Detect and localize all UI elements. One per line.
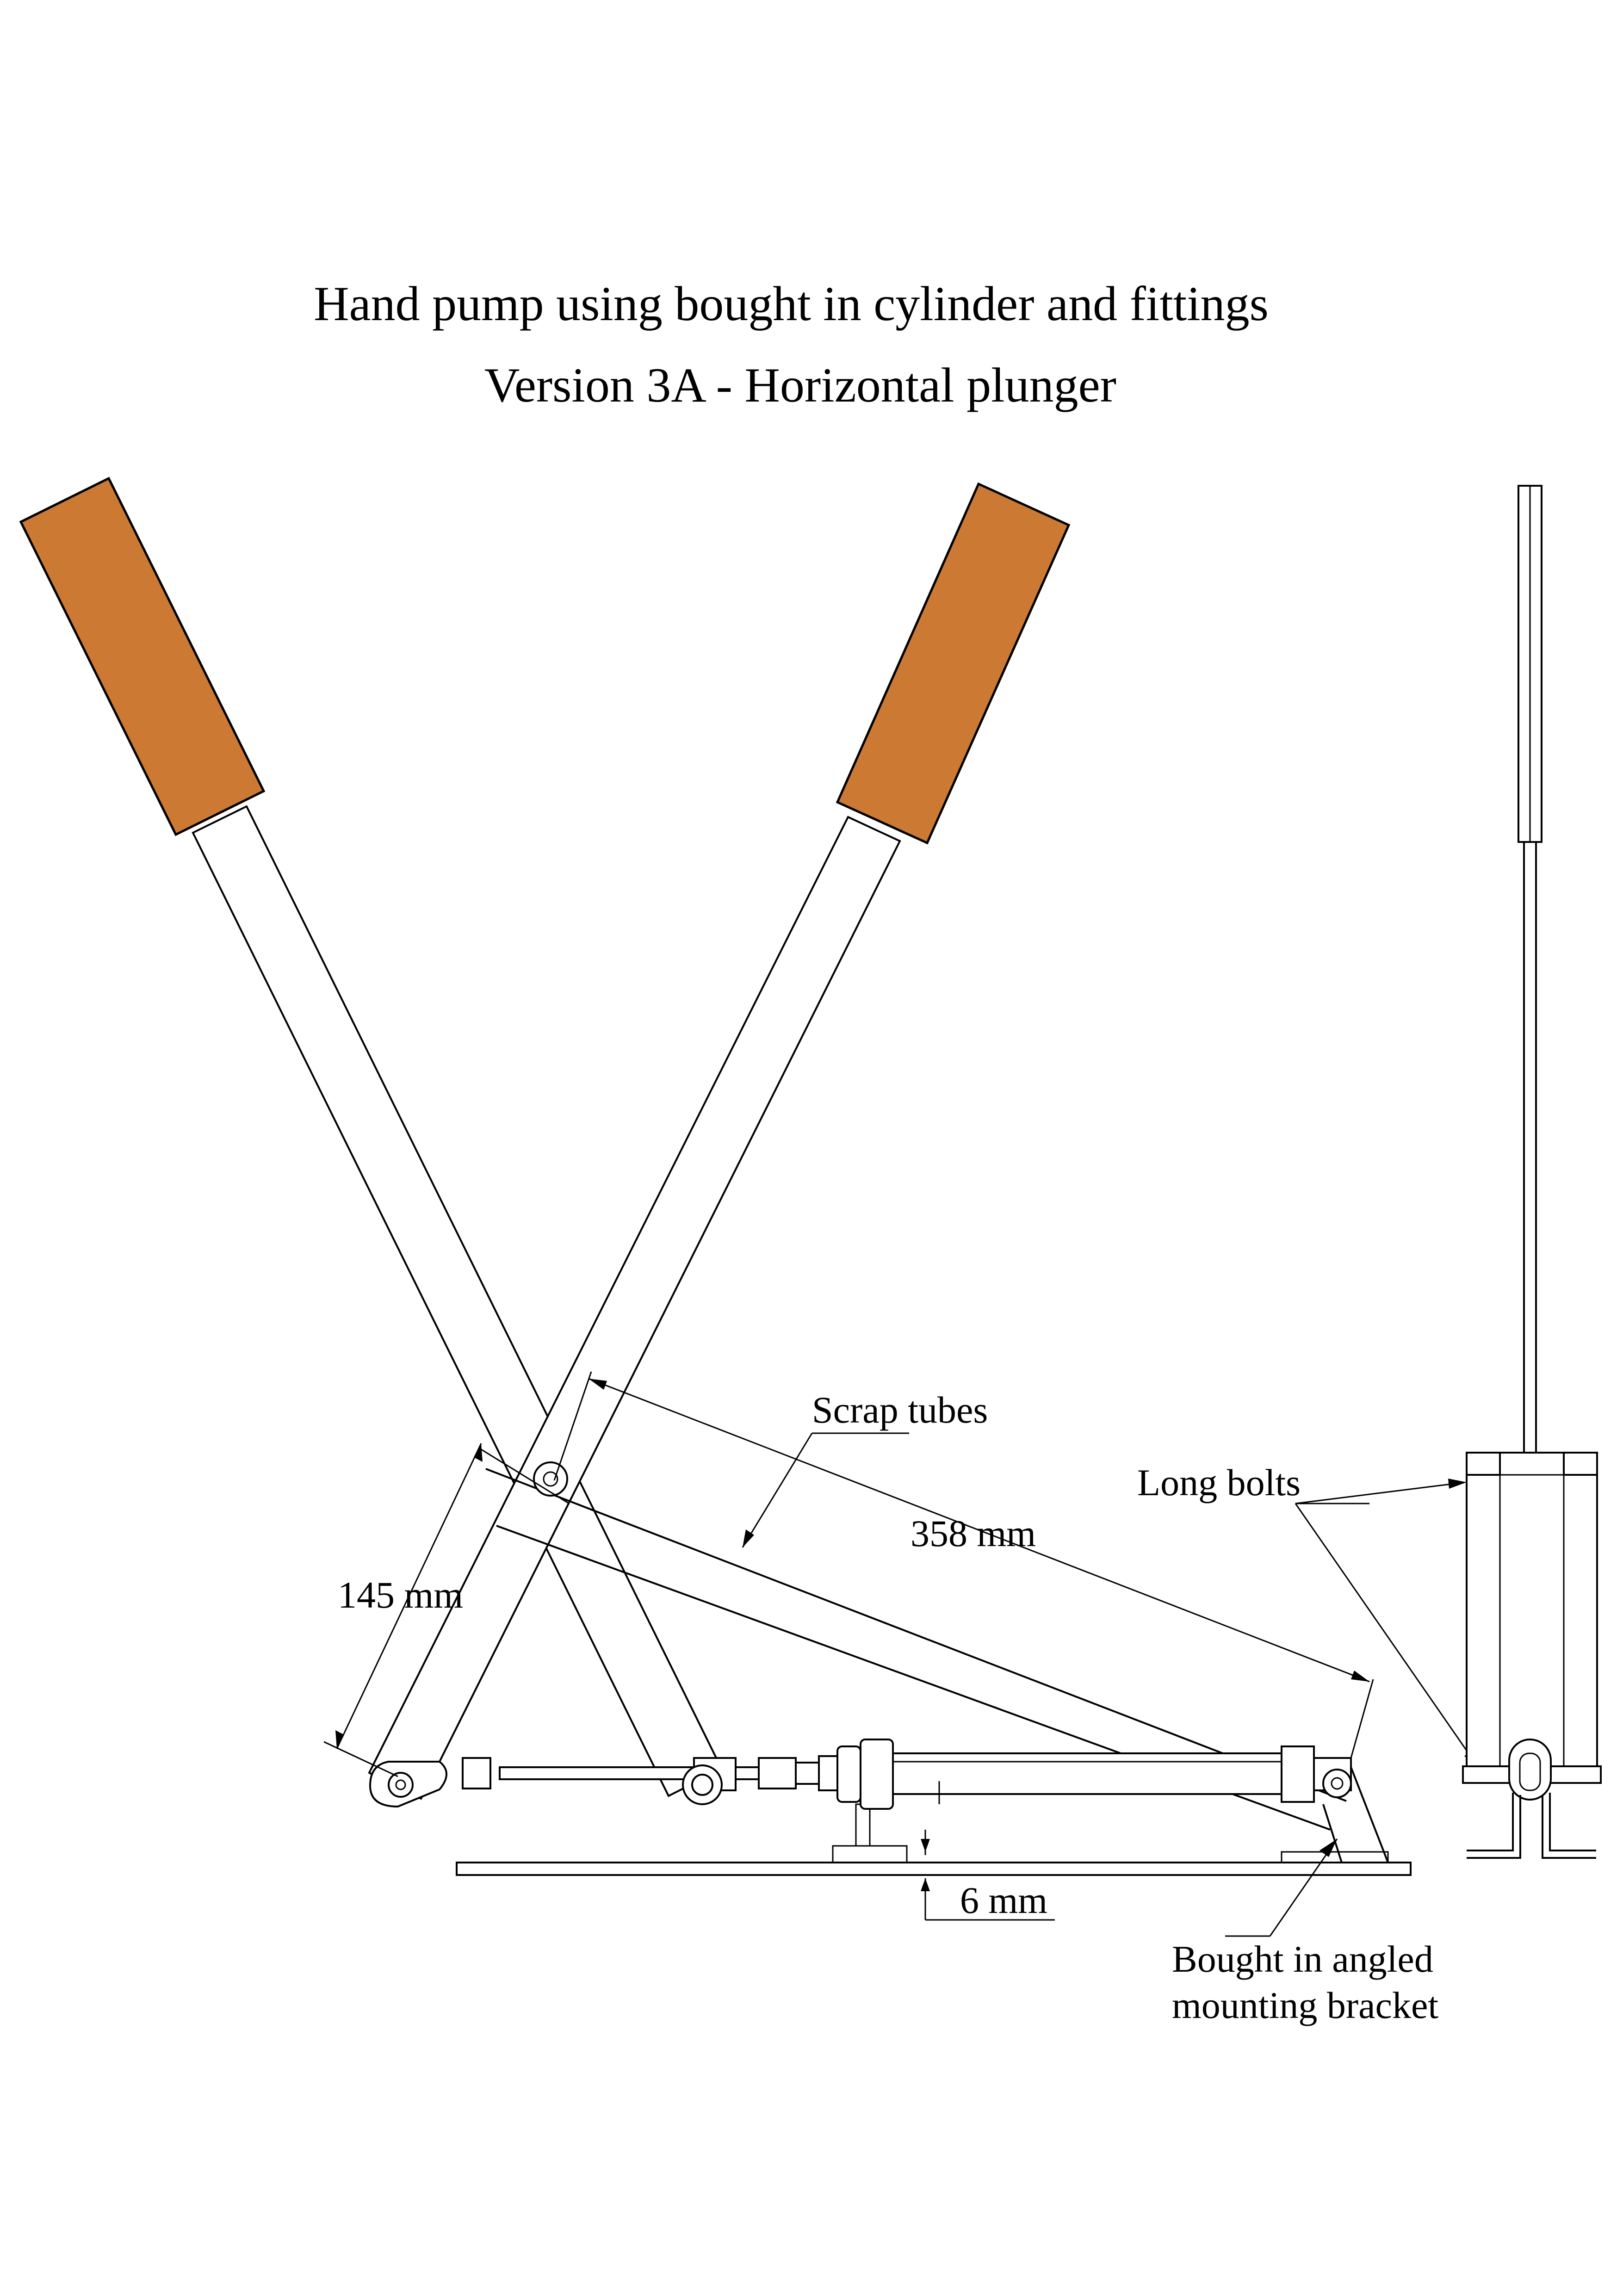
dimension-145-label: 145 mm — [338, 1574, 463, 1616]
left-handle-grip — [19, 477, 266, 836]
bracket-label-line-1: Bought in angled — [1172, 1938, 1433, 1980]
right-handle-grip — [836, 482, 1071, 845]
dimension-145: 145 mm — [323, 1443, 570, 1777]
bracket-callout: Bought in angled mounting bracket — [1172, 1838, 1438, 2026]
cylinder-support — [832, 1803, 908, 1863]
middle-clevis — [682, 1757, 737, 1805]
left-handle — [19, 477, 723, 1797]
dimension-6-label: 6 mm — [960, 1879, 1047, 1921]
dimension-6: 6 mm — [921, 1830, 1055, 1921]
title-line-2: Version 3A - Horizontal plunger — [484, 358, 1116, 412]
piston-rod-assembly — [462, 1755, 838, 1791]
dimension-358: 358 mm — [553, 1371, 1374, 1758]
side-view — [1462, 485, 1602, 1859]
scrap-tubes-label: Scrap tubes — [812, 1389, 988, 1431]
dimension-358-label: 358 mm — [911, 1512, 1036, 1554]
scrap-tubes-callout: Scrap tubes — [742, 1389, 988, 1548]
side-view-bracket — [1467, 1793, 1596, 1859]
long-bolts-label: Long bolts — [1137, 1461, 1301, 1504]
long-bolts-callout: Long bolts — [1137, 1461, 1479, 1768]
angled-mounting-bracket — [1281, 1767, 1389, 1863]
right-handle — [368, 482, 1071, 1800]
side-view-block — [1466, 1452, 1598, 1777]
right-handle-shaft — [368, 816, 901, 1800]
bracket-label-line-2: mounting bracket — [1172, 1984, 1438, 2026]
hydraulic-cylinder — [836, 1739, 1315, 1810]
base-plate — [456, 1862, 1412, 1876]
rear-clevis — [1313, 1757, 1352, 1798]
crossing-pivot — [533, 1461, 568, 1497]
title-line-1: Hand pump using bought in cylinder and f… — [314, 277, 1269, 331]
